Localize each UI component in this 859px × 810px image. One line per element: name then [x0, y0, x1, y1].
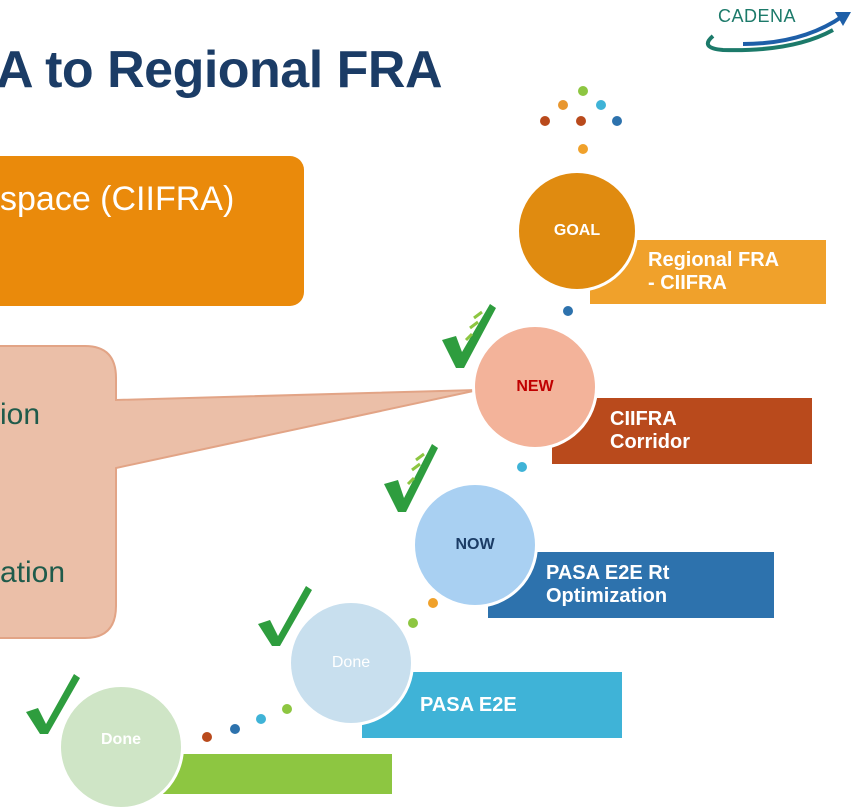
- now-circle: NOW: [412, 482, 538, 608]
- slide-title: A to Regional FRA: [0, 41, 443, 99]
- goal-circle: GOAL: [516, 170, 638, 292]
- goal-box-line-2: - CIIFRA: [648, 272, 727, 294]
- dot: [202, 732, 212, 742]
- dot: [256, 714, 266, 724]
- done1-box: [150, 754, 392, 794]
- dot: [540, 116, 550, 126]
- dot: [230, 724, 240, 734]
- ciifra-box: [0, 156, 304, 306]
- callout-line-1: ion: [0, 398, 41, 431]
- dot: [612, 116, 622, 126]
- done1-circle-label: Done: [101, 731, 141, 748]
- dot: [558, 100, 568, 110]
- callout-line-2: ation: [0, 556, 66, 589]
- checkmark-icon: [442, 304, 496, 368]
- logo-text: CADENA: [718, 6, 797, 26]
- checkmark-icon: [26, 674, 80, 734]
- dot: [596, 100, 606, 110]
- now-box-line-2: Optimization: [546, 585, 668, 607]
- done2-box-line-1: PASA E2E: [420, 693, 517, 716]
- dot: [408, 618, 418, 628]
- ciifra-box-text: space (CIIFRA): [0, 180, 235, 218]
- now-box-line-1: PASA E2E Rt: [546, 562, 670, 584]
- new-circle: NEW: [472, 324, 598, 450]
- dot: [517, 462, 527, 472]
- dot: [576, 116, 586, 126]
- callout-shape: [0, 345, 479, 639]
- dot: [428, 598, 438, 608]
- goal-box-line-1: Regional FRA: [648, 249, 780, 271]
- new-box-line-2: Corridor: [610, 431, 690, 453]
- dot: [563, 306, 573, 316]
- now-box: PASA E2E Rt Optimization: [488, 552, 774, 618]
- new-box-line-1: CIIFRA: [610, 408, 677, 430]
- dot: [282, 704, 292, 714]
- cadena-logo: [705, 12, 851, 53]
- done2-circle: Done: [288, 600, 414, 726]
- dot: [578, 144, 588, 154]
- checkmark-icon: [384, 444, 438, 512]
- dot: [578, 86, 588, 96]
- checkmark-icon: [258, 586, 312, 646]
- new-box: CIIFRA Corridor: [552, 398, 812, 464]
